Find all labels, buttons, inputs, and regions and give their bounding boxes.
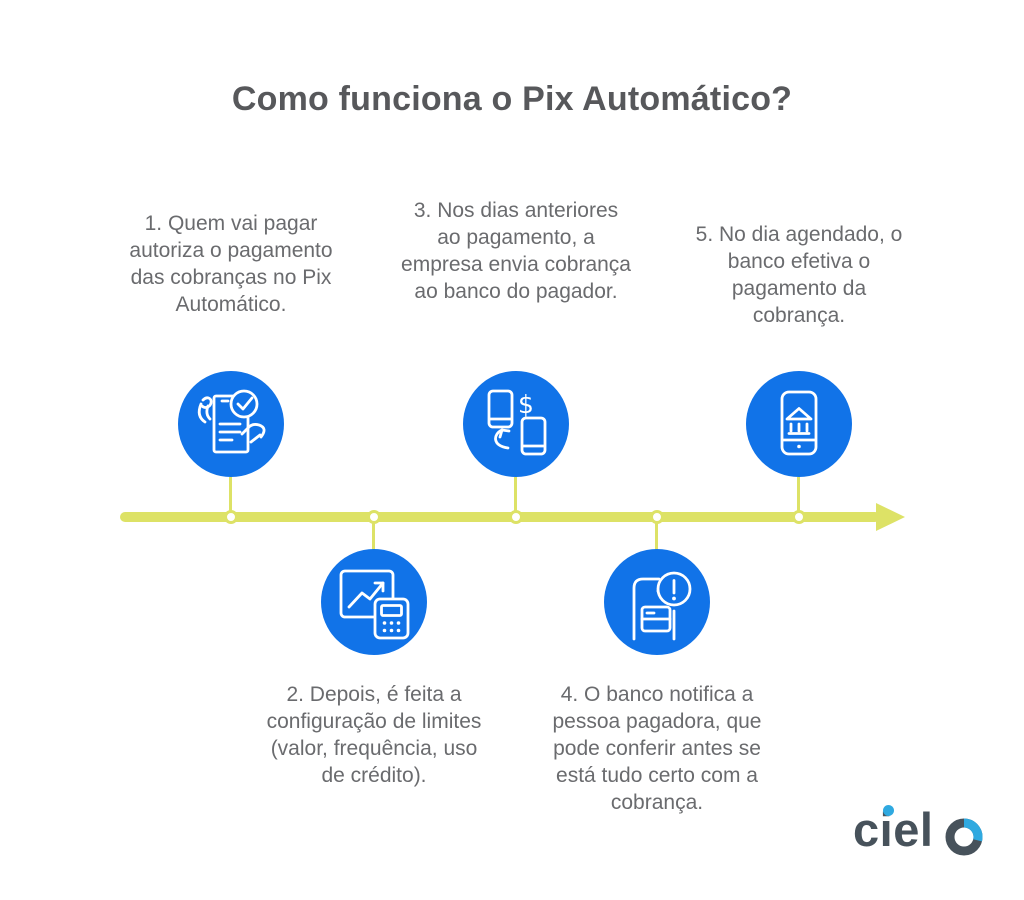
step-5-text: 5. No dia agendado, o banco efetiva o pa… xyxy=(695,223,903,327)
phones-money-transfer-icon: $ xyxy=(487,389,547,456)
timeline-node-2 xyxy=(367,510,381,524)
step-1-icon-circle xyxy=(178,371,284,477)
cielo-logo-i-dot xyxy=(883,805,894,816)
timeline-node-1 xyxy=(224,510,238,524)
page-title: Como funciona o Pix Automático? xyxy=(231,80,793,118)
timeline-node-3 xyxy=(509,510,523,524)
phone-notification-alert-icon xyxy=(632,571,692,641)
chart-calculator-icon xyxy=(339,569,410,640)
cielo-logo-o-ring xyxy=(945,818,983,856)
step-2-connector xyxy=(372,521,375,550)
svg-text:$: $ xyxy=(518,390,534,419)
step-2-text: 2. Depois, é feita a configuração de lim… xyxy=(266,683,482,787)
timeline-line xyxy=(120,512,880,522)
step-3-icon-circle: $ xyxy=(463,371,569,477)
contract-signed-check-icon xyxy=(197,389,266,454)
timeline-node-4 xyxy=(650,510,664,524)
step-4-connector xyxy=(655,521,658,550)
timeline-node-5 xyxy=(792,510,806,524)
step-1-text: 1. Quem vai pagar autoriza o pagamento d… xyxy=(129,212,333,316)
step-4-text: 4. O banco notifica a pessoa pagadora, q… xyxy=(552,683,762,814)
step-1-connector xyxy=(229,477,232,513)
step-2-icon-circle xyxy=(321,549,427,655)
step-5-icon-circle xyxy=(746,371,852,477)
phone-bank-icon xyxy=(780,390,818,456)
step-3-connector xyxy=(514,477,517,513)
step-5-connector xyxy=(797,477,800,513)
timeline-arrow-icon xyxy=(876,503,905,531)
step-4-icon-circle xyxy=(604,549,710,655)
cielo-logo: ciel xyxy=(853,802,983,864)
step-3-text: 3. Nos dias anteriores ao pagamento, a e… xyxy=(401,199,631,303)
